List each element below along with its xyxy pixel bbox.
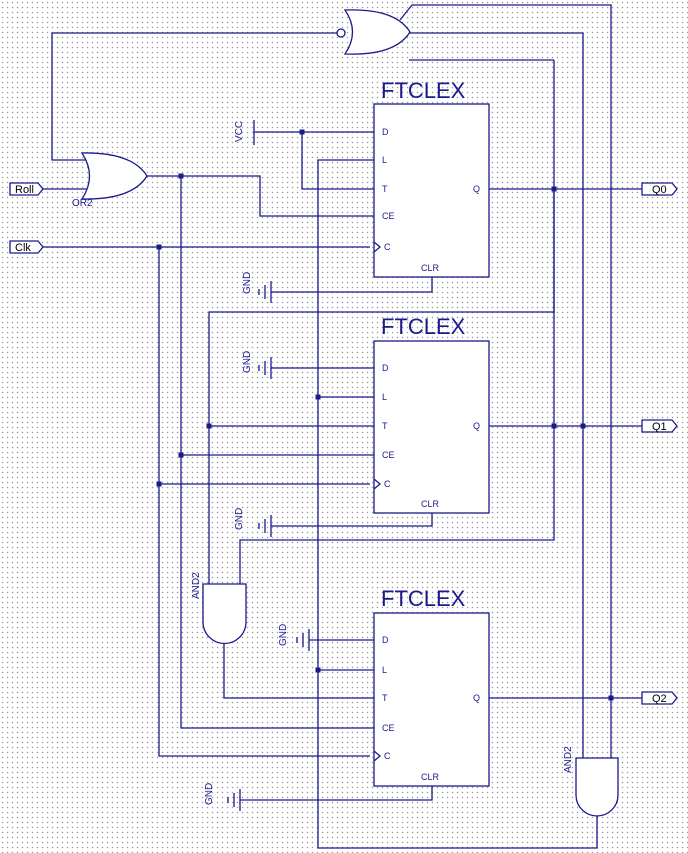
ff3-pin-t: T	[382, 693, 388, 703]
ff1-pin-l: L	[382, 155, 387, 165]
ff3-pin-clr: CLR	[421, 772, 440, 782]
ff1-pin-q: Q	[473, 184, 480, 194]
gnd-symbol-4: GND	[278, 624, 310, 651]
ff1-pin-d: D	[382, 127, 389, 137]
roll-label: Roll	[15, 184, 34, 196]
ftclex-flipflop-2[interactable]: FTCLEX D L T CE C Q CLR	[373, 314, 490, 514]
ff1-pin-clr: CLR	[421, 263, 440, 273]
output-port-q0[interactable]: Q0	[641, 182, 678, 196]
or2-gate[interactable]: OR2	[72, 152, 148, 209]
ff1-pin-t: T	[382, 184, 388, 194]
gnd-label-1: GND	[242, 272, 253, 294]
gnd-label-3: GND	[234, 508, 245, 530]
and2-left-label: AND2	[191, 572, 202, 599]
and2-gate-right[interactable]: AND2	[563, 746, 619, 817]
output-port-q1[interactable]: Q1	[641, 419, 678, 433]
gnd-label-5: GND	[204, 783, 215, 805]
ff1-pin-c: C	[384, 242, 391, 252]
ff2-pin-q: Q	[473, 421, 480, 431]
ff2-pin-t: T	[382, 421, 388, 431]
ff2-pin-ce: CE	[382, 450, 395, 460]
ff1-title: FTCLEX	[381, 78, 466, 103]
ff2-pin-c: C	[384, 479, 391, 489]
gnd-symbol-1: GND	[242, 272, 272, 303]
ff1-pin-ce: CE	[382, 211, 395, 221]
ff3-pin-ce: CE	[382, 723, 395, 733]
and2-gate-left[interactable]: AND2	[191, 572, 247, 645]
ff2-title: FTCLEX	[381, 314, 466, 339]
gnd-symbol-5: GND	[204, 783, 241, 811]
ff3-clock-triangle	[373, 750, 382, 762]
input-port-clk[interactable]: Clk	[9, 240, 44, 254]
ff3-pin-d: D	[382, 635, 389, 645]
ff3-pin-q: Q	[473, 693, 480, 703]
q0-label: Q0	[652, 184, 667, 196]
ftclex-flipflop-1[interactable]: FTCLEX D L T CE C Q CLR	[373, 78, 490, 278]
gnd-label-2: GND	[242, 351, 253, 373]
gnd-symbol-3: GND	[234, 508, 272, 537]
q2-label: Q2	[652, 693, 667, 705]
ff3-title: FTCLEX	[381, 586, 466, 611]
vcc-symbol: VCC	[234, 120, 255, 145]
and2-right-label: AND2	[563, 746, 574, 773]
ff3-pin-l: L	[382, 665, 387, 675]
ff2-pin-d: D	[382, 363, 389, 373]
vcc-label: VCC	[234, 121, 245, 142]
ff2-pin-l: L	[382, 392, 387, 402]
junctions	[156, 129, 614, 701]
nor-gate[interactable]	[336, 9, 411, 55]
ff1-clock-triangle	[373, 241, 382, 253]
q1-label: Q1	[652, 421, 667, 433]
clk-label: Clk	[15, 242, 31, 254]
gnd-label-4: GND	[278, 624, 289, 646]
ff3-pin-c: C	[384, 751, 391, 761]
input-port-roll[interactable]: Roll	[9, 182, 44, 196]
or2-label: OR2	[72, 198, 93, 209]
ff2-clock-triangle	[373, 478, 382, 490]
ff2-pin-clr: CLR	[421, 499, 440, 509]
output-port-q2[interactable]: Q2	[641, 691, 678, 705]
wires	[42, 4, 642, 849]
ftclex-flipflop-3[interactable]: FTCLEX D L T CE C Q CLR	[373, 586, 490, 787]
gnd-symbol-2: GND	[242, 351, 272, 379]
